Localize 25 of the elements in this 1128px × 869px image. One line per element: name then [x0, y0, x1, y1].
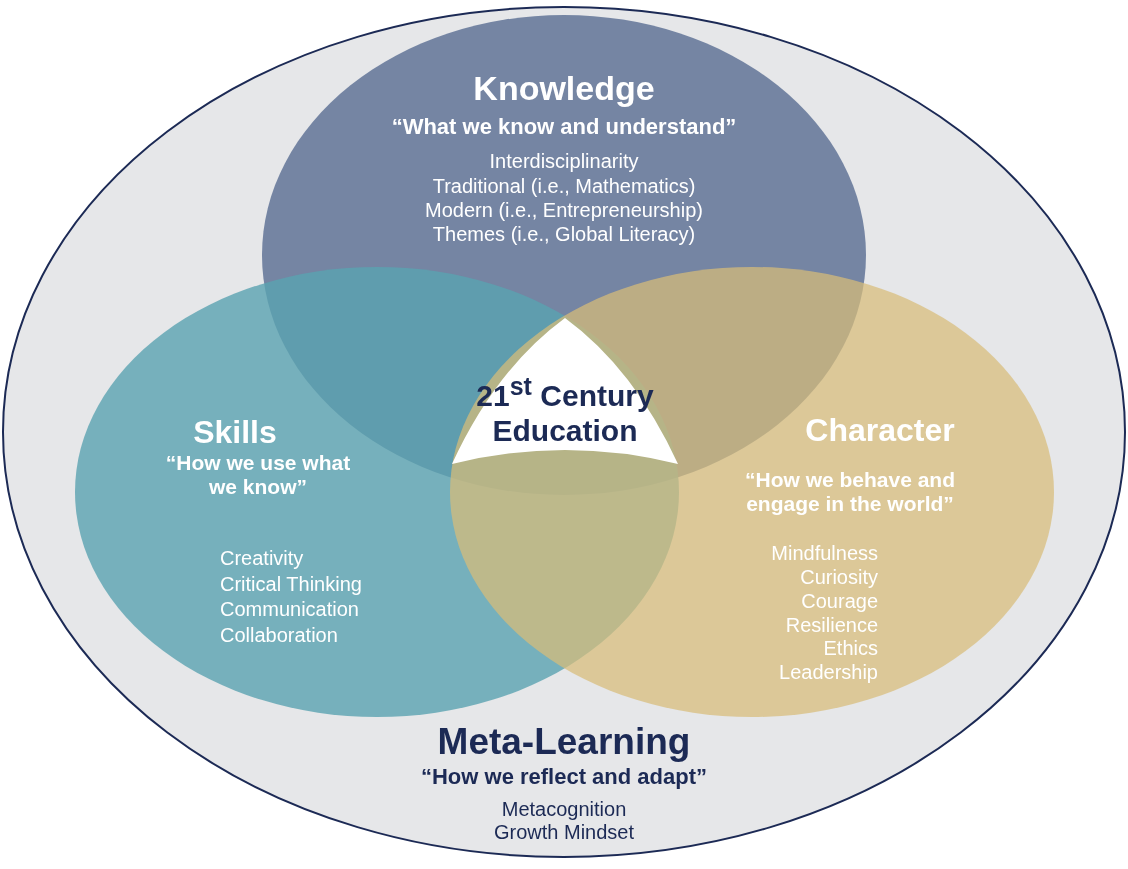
tagline: “What we know and understand” — [390, 113, 738, 139]
list-item: Resilience — [784, 613, 878, 637]
heading: Skills — [192, 413, 278, 451]
list-item: Traditional (i.e., Mathematics) — [431, 174, 697, 198]
list-item: Leadership — [778, 660, 878, 684]
list-item: Interdisciplinarity — [488, 149, 640, 173]
list-item: Growth Mindset — [492, 820, 636, 844]
list-item: Metacognition — [500, 797, 628, 821]
list-item: Themes (i.e., Global Literacy) — [431, 222, 697, 246]
center-label: 21$^{st}$ Century Education — [475, 372, 655, 448]
tagline: “How we use what we know” — [164, 451, 352, 500]
list-item: Curiosity — [799, 565, 878, 589]
tagline: “How we reflect and adapt” — [419, 763, 709, 789]
heading: Knowledge — [472, 68, 656, 108]
list-item: Modern (i.e., Entrepreneurship) — [424, 198, 704, 222]
list-item: Courage — [800, 589, 878, 613]
heading: Meta-Learning — [436, 720, 692, 764]
list-item: Communication — [220, 597, 360, 621]
tagline: “How we behave and engage in the world” — [743, 468, 957, 517]
list-item: Mindfulness — [770, 541, 878, 565]
list-item: Collaboration — [220, 623, 339, 647]
heading: Character — [804, 411, 956, 449]
list-item: Creativity — [220, 546, 305, 570]
list-item: Critical Thinking — [220, 572, 363, 596]
list-item: Ethics — [822, 636, 878, 660]
